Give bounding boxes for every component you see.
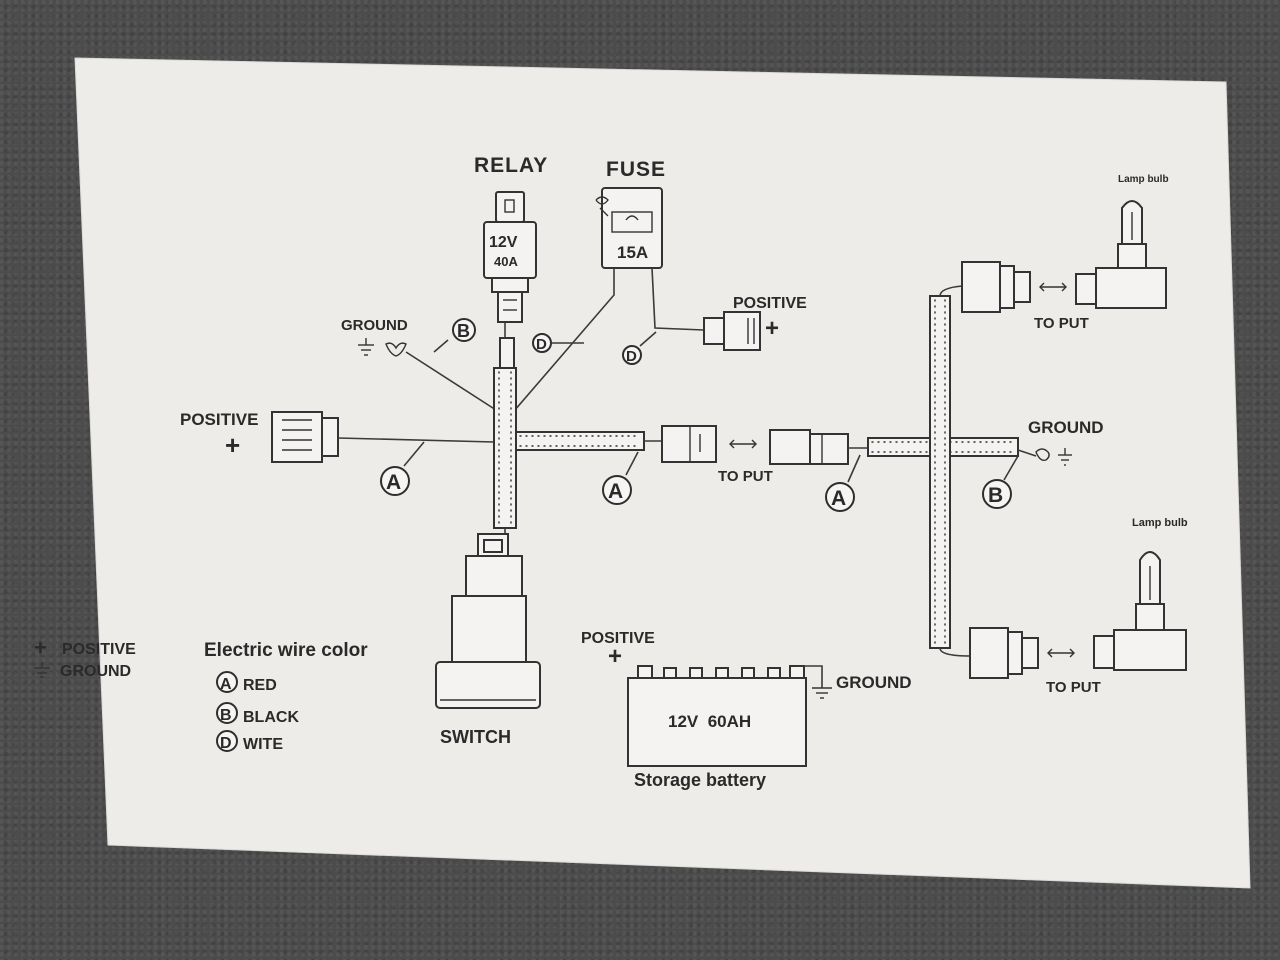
left-ground-ring-terminal-icon: [385, 342, 407, 357]
svg-text:WITE: WITE: [243, 736, 283, 753]
fuse-wire-to-positive: [651, 267, 705, 331]
relay-current: 40A: [494, 254, 518, 269]
harness-trunk: [493, 337, 645, 540]
switch: [435, 533, 541, 709]
bottom-lamp-socket: [969, 627, 1039, 679]
switch-label: SWITCH: [440, 727, 511, 747]
legend-item-red: A RED: [216, 671, 277, 694]
relay-socket: [497, 291, 523, 323]
center-to-put-label: TO PUT: [718, 468, 773, 485]
wire-color-legend-title: Electric wire color: [204, 640, 368, 661]
battery-positive-label: POSITIVE: [581, 630, 655, 647]
left-positive-wire-a: [337, 437, 495, 443]
fuse-body: [601, 187, 663, 269]
left-ground-label: GROUND: [341, 317, 408, 334]
fuse: FUSE 15A: [595, 158, 666, 269]
center-connector-female: [661, 425, 717, 463]
fuse-title: FUSE: [606, 158, 666, 181]
top-lamp-bulb-icon: [1075, 200, 1167, 309]
battery-positive-symbol: +: [608, 643, 622, 670]
top-lamp-bulb-label: Lamp bulb: [1118, 174, 1169, 185]
relay: RELAY 12V 40A: [474, 154, 548, 323]
svg-text:B: B: [220, 707, 232, 724]
relay-base: [491, 277, 529, 293]
fuse-positive-label: POSITIVE: [733, 295, 807, 312]
marker-a-center: A: [602, 451, 639, 505]
wire-color-legend: Electric wire color A RED B BLACK D WITE: [204, 640, 368, 753]
fuse-positive-symbol: +: [765, 315, 779, 342]
svg-text:B: B: [457, 321, 470, 341]
left-positive-label: POSITIVE: [180, 410, 258, 429]
legend-item-black: B BLACK: [216, 702, 299, 726]
legend-ground-icon: [34, 662, 50, 678]
relay-tab: [495, 191, 525, 223]
battery-ground-wire: [797, 665, 823, 688]
right-harness: [848, 285, 1019, 657]
symbol-legend: + POSITIVE GROUND: [34, 635, 136, 680]
ground-wire-b: [405, 351, 497, 411]
marker-b-right: B: [982, 455, 1019, 509]
right-ground-symbol-icon: [1058, 448, 1072, 466]
fuse-wire-to-junction: [507, 268, 615, 419]
paper-sheet: [74, 57, 1251, 889]
storage-battery: [627, 665, 807, 767]
left-positive-symbol: +: [225, 430, 240, 460]
bottom-lamp-bulb-label: Lamp bulb: [1132, 517, 1188, 529]
right-ground-label: GROUND: [1028, 418, 1104, 437]
top-lamp-socket: [961, 261, 1031, 313]
legend-ground-label: GROUND: [60, 663, 131, 680]
relay-title: RELAY: [474, 154, 548, 177]
svg-text:B: B: [988, 484, 1003, 507]
svg-text:RED: RED: [243, 677, 277, 694]
bottom-lamp-bulb-icon: [1093, 551, 1187, 671]
center-connector-arrow-icon: [729, 439, 757, 449]
left-ground-symbol-icon: [358, 338, 374, 356]
battery-ground-label: GROUND: [836, 673, 912, 692]
marker-d-relay: D: [532, 333, 584, 353]
legend-positive-label: POSITIVE: [62, 641, 136, 658]
svg-text:BLACK: BLACK: [243, 709, 299, 726]
marker-b-ground: B: [433, 318, 476, 353]
bottom-lamp-arrow-icon: [1047, 648, 1075, 658]
svg-text:D: D: [626, 348, 637, 365]
svg-text:A: A: [831, 487, 846, 510]
battery-ground-symbol-icon: [812, 687, 832, 699]
right-ground-ring-terminal-icon: [1035, 448, 1050, 462]
marker-a-right: A: [825, 454, 861, 512]
svg-text:A: A: [220, 676, 232, 693]
fuse-positive-connector: [703, 311, 761, 351]
battery-name: Storage battery: [634, 770, 766, 790]
relay-voltage: 12V: [489, 234, 518, 251]
svg-text:A: A: [608, 480, 623, 503]
top-lamp-to-put-label: TO PUT: [1034, 315, 1089, 332]
fuse-window: [611, 211, 653, 233]
fuse-clip: [595, 196, 609, 217]
legend-item-white: D WITE: [216, 730, 283, 753]
bottom-lamp-to-put-label: TO PUT: [1046, 679, 1101, 696]
center-connector-male: [769, 429, 849, 465]
left-positive-connector: [271, 411, 339, 463]
marker-d-fuse: D: [622, 331, 657, 365]
svg-text:D: D: [220, 735, 232, 752]
relay-tab-hole: [504, 199, 515, 213]
svg-text:A: A: [386, 471, 401, 494]
marker-a-left: A: [380, 441, 425, 496]
right-ground-wire: [1017, 449, 1037, 457]
legend-positive-symbol: +: [34, 635, 47, 660]
svg-text:D: D: [536, 336, 547, 353]
battery-spec: 12V 60AH: [668, 712, 751, 731]
top-lamp-arrow-icon: [1039, 282, 1067, 292]
fuse-rating: 15A: [617, 243, 648, 262]
